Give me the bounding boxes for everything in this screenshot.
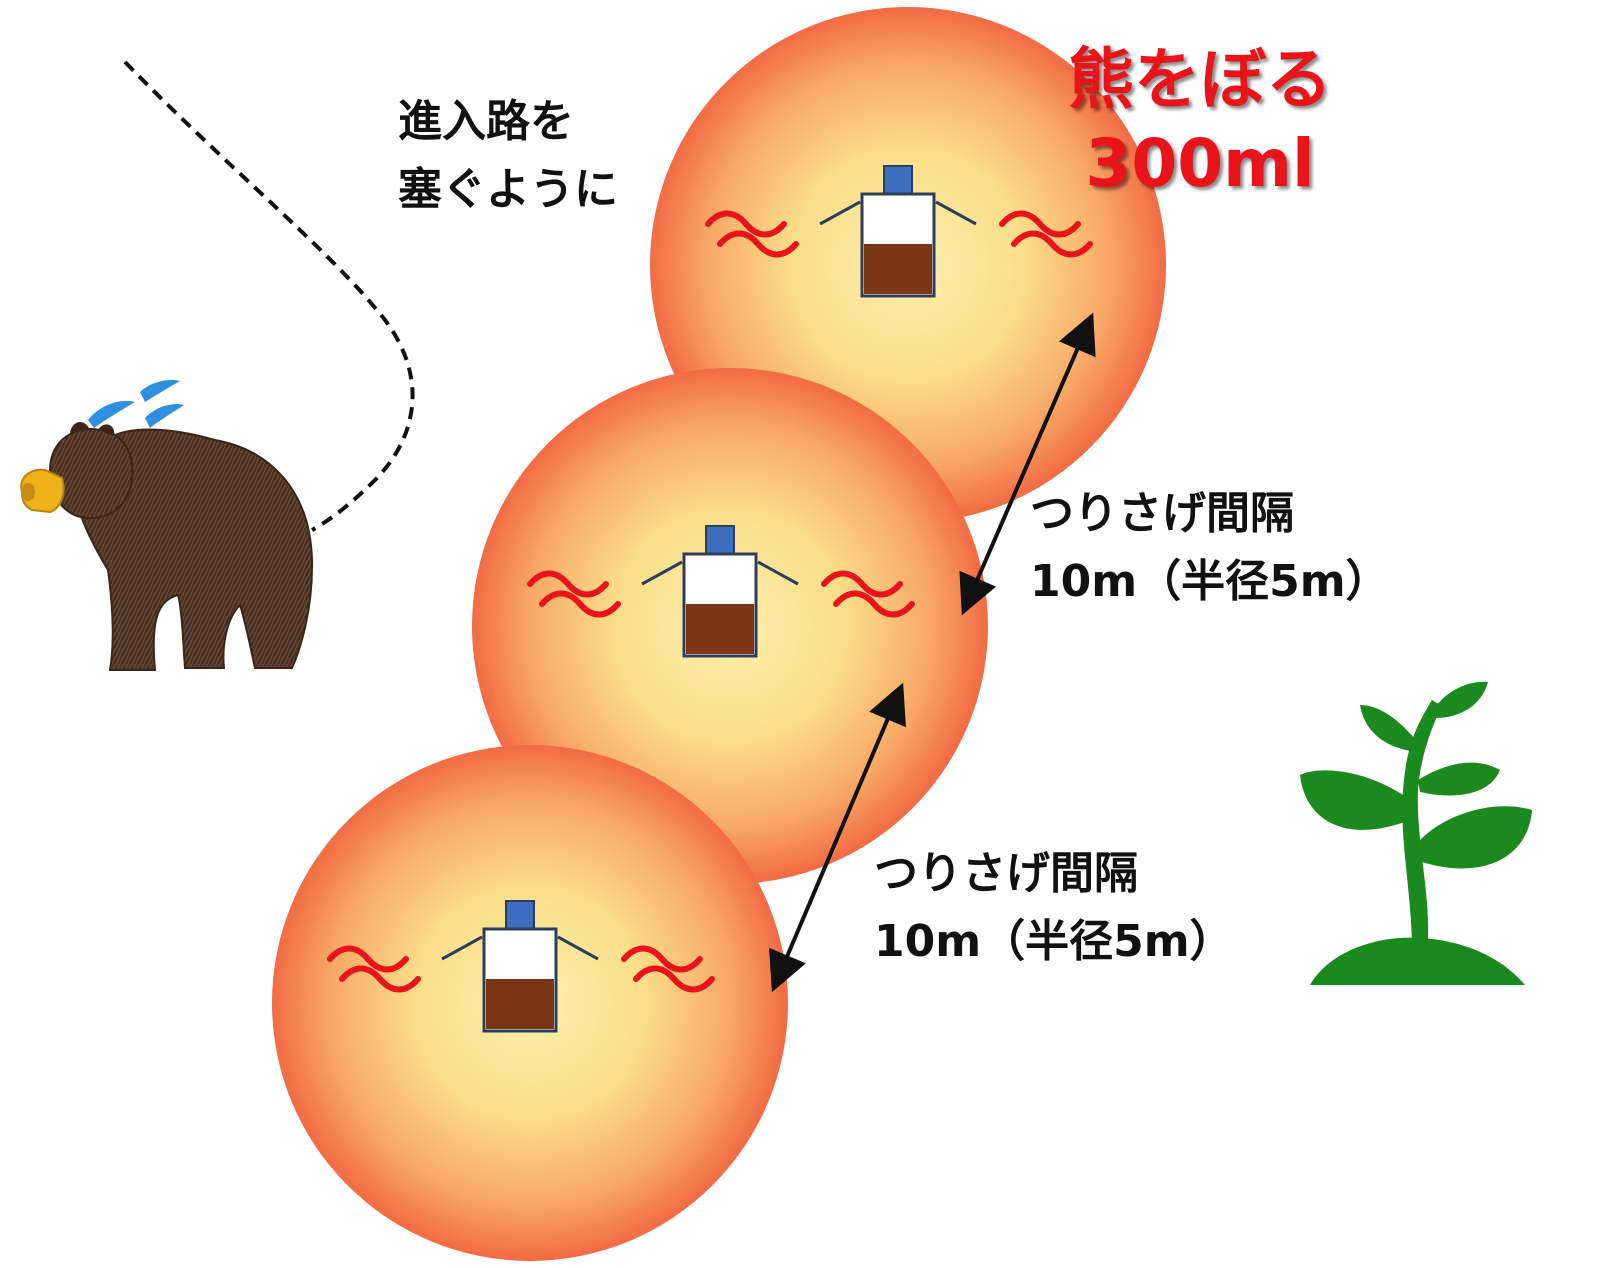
muzzle-icon [20,468,65,514]
hanging-bottle-bottom [327,900,715,1033]
bear-illustration [20,380,314,671]
bottle-cap-icon [705,525,735,557]
odor-wave-icon [339,965,421,993]
odor-wave-icon [1011,230,1093,258]
odor-wave-icon [621,945,703,973]
odor-wave-icon [705,210,787,238]
bottle-liquid [686,604,754,654]
interval-arrow-lower [769,682,906,993]
interval-upper-label-line2: 10m（半径5m） [1030,556,1390,607]
odor-wave-icon [527,570,609,598]
interval-lower-label-line1: つりさげ間隔 [874,848,1138,899]
hanging-string [819,200,861,226]
bear-approach-path [123,60,415,532]
sweat-drops-icon [88,380,184,428]
hanging-string [641,560,683,586]
odor-wave-icon [539,590,621,618]
product-name: 熊をぼる [1068,41,1332,118]
hanging-string [935,200,977,226]
hanging-string [557,935,599,961]
product-volume: 300ml [1085,125,1315,202]
odor-wave-icon [833,590,915,618]
path-note-line2: 塞ぐように [398,164,618,215]
path-note-line1: 進入路を [398,96,574,147]
bottle-cap-icon [505,900,535,932]
hanging-bottle-top [705,165,1093,298]
odor-wave-icon [999,210,1081,238]
odor-wave-icon [821,570,903,598]
bottle-cap-icon [883,165,913,197]
odor-wave-icon [327,945,409,973]
bottle-liquid [486,979,554,1029]
hanging-bottle-middle [527,525,915,658]
hanging-string [757,560,799,586]
bottle-liquid [864,244,932,294]
interval-arrow-upper [959,312,1096,616]
odor-wave-icon [633,965,715,993]
odor-wave-icon [717,230,799,258]
interval-upper-label-line1: つりさげ間隔 [1030,488,1294,539]
sprout-icon [1300,681,1532,985]
hanging-string [441,935,483,961]
interval-lower-label-line2: 10m（半径5m） [874,916,1234,967]
